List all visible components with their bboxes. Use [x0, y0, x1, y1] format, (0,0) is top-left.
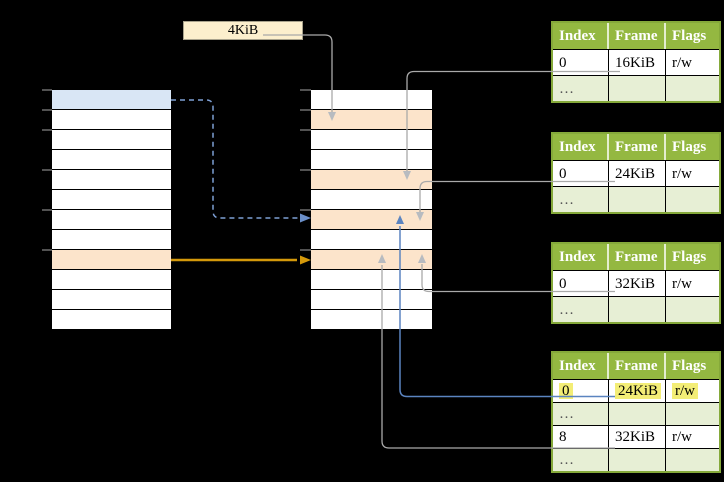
physical-memory-row-0 — [311, 90, 432, 109]
page-table-3-header-index: Index — [553, 244, 609, 270]
arrow-virtual-page0-to-frame-24 — [171, 99, 311, 223]
virtual-memory-row-9 — [52, 270, 171, 289]
page-table-4-cell-r1c0: … — [553, 402, 609, 425]
arrow-virtual-page8-to-frame-32 — [171, 255, 311, 265]
arrow-t4-entry0-to-frame-24 — [396, 215, 615, 398]
page-table-1-cell-r0c0: 0 — [553, 49, 609, 75]
physical-memory-row-10 — [311, 290, 432, 309]
physical-memory-row-2 — [311, 130, 432, 149]
virtual-memory-row-3 — [52, 150, 171, 169]
highlighted-entry-text: r/w — [672, 383, 698, 399]
page-table-4-header-index: Index — [553, 353, 609, 379]
page-table-4-cell-r3c2 — [666, 448, 719, 471]
physical-memory-row-7 — [311, 230, 432, 249]
physical-memory-column — [311, 90, 432, 329]
highlighted-entry-text: 24KiB — [615, 383, 662, 399]
page-table-4-header-flags: Flags — [666, 353, 719, 379]
highlighted-entry-text: 0 — [559, 383, 573, 399]
physical-memory-row-5 — [311, 190, 432, 209]
physical-memory-row-11 — [311, 310, 432, 329]
page-table-4-header-frame: Frame — [609, 353, 666, 379]
arrow-t2-entry0-to-frame-24 — [416, 180, 615, 221]
page-table-1-cell-r0c2: r/w — [666, 49, 719, 75]
page-table-2-header-index: Index — [553, 134, 609, 160]
page-table-3-cell-r1c2 — [666, 296, 719, 322]
page-table-1-cell-r1c1 — [609, 75, 666, 101]
virtual-memory-row-7 — [52, 230, 171, 249]
page-table-1-cell-r1c0: … — [553, 75, 609, 101]
page-table-4-cell-r1c1 — [609, 402, 666, 425]
virtual-memory-row-4 — [52, 170, 171, 189]
virtual-memory-row-2 — [52, 130, 171, 149]
arrow-frame-size-to-frame-4kib — [263, 34, 336, 121]
page-table-2-cell-r1c0: … — [553, 186, 609, 212]
page-table-4-cell-r3c1 — [609, 448, 666, 471]
page-table-2-cell-r1c2 — [666, 186, 719, 212]
page-table-3-cell-r1c0: … — [553, 296, 609, 322]
page-table-2-cell-r0c1: 24KiB — [609, 160, 666, 186]
virtual-memory-row-8 — [52, 250, 171, 269]
page-table-3-cell-r1c1 — [609, 296, 666, 322]
arrowhead-icon — [300, 255, 311, 265]
arrow-t3-entry0-to-frame-32 — [418, 254, 615, 293]
physical-memory-row-3 — [311, 150, 432, 169]
page-table-3-cell-r0c1: 32KiB — [609, 270, 666, 296]
physical-memory-row-8 — [311, 250, 432, 269]
arrowhead-icon — [396, 215, 404, 224]
arrowhead-icon — [418, 254, 426, 263]
page-table-4-cell-r2c1: 32KiB — [609, 425, 666, 448]
physical-memory-row-1 — [311, 110, 432, 129]
virtual-memory-row-10 — [52, 290, 171, 309]
page-table-1-header-flags: Flags — [666, 23, 719, 49]
page-table-4-cell-r2c2: r/w — [666, 425, 719, 448]
arrowhead-icon — [416, 212, 424, 221]
page-table-2-cell-r1c1 — [609, 186, 666, 212]
page-table-2-cell-r0c2: r/w — [666, 160, 719, 186]
page-table-4-cell-r2c0: 8 — [553, 425, 609, 448]
physical-memory-row-6 — [311, 210, 432, 229]
page-table-2-header-flags: Flags — [666, 134, 719, 160]
page-table-3-header-frame: Frame — [609, 244, 666, 270]
arrowhead-icon — [403, 171, 411, 180]
virtual-memory-row-5 — [52, 190, 171, 209]
page-table-2-header-frame: Frame — [609, 134, 666, 160]
arrowhead-icon — [300, 213, 311, 223]
virtual-memory-row-0 — [52, 90, 171, 109]
page-table-4-cell-r0c2: r/w — [666, 379, 719, 402]
arrow-t1-entry0-to-frame-16 — [403, 70, 620, 180]
page-table-3-cell-r0c2: r/w — [666, 270, 719, 296]
physical-memory-row-4 — [311, 170, 432, 189]
page-table-1-header-frame: Frame — [609, 23, 666, 49]
arrowhead-icon — [328, 112, 336, 121]
page-table-4-cell-r0c1: 24KiB — [609, 379, 666, 402]
virtual-memory-column — [52, 90, 171, 329]
arrow-t4-entry8-to-frame-32 — [378, 254, 615, 449]
page-table-4-cell-r1c2 — [666, 402, 719, 425]
page-table-1-header-index: Index — [553, 23, 609, 49]
virtual-memory-row-6 — [52, 210, 171, 229]
page-table-3-header-flags: Flags — [666, 244, 719, 270]
arrowhead-icon — [378, 254, 386, 263]
virtual-memory-row-1 — [52, 110, 171, 129]
page-table-1-cell-r1c2 — [666, 75, 719, 101]
virtual-memory-row-11 — [52, 310, 171, 329]
physical-memory-row-9 — [311, 270, 432, 289]
page-table-1-cell-r0c1: 16KiB — [609, 49, 666, 75]
